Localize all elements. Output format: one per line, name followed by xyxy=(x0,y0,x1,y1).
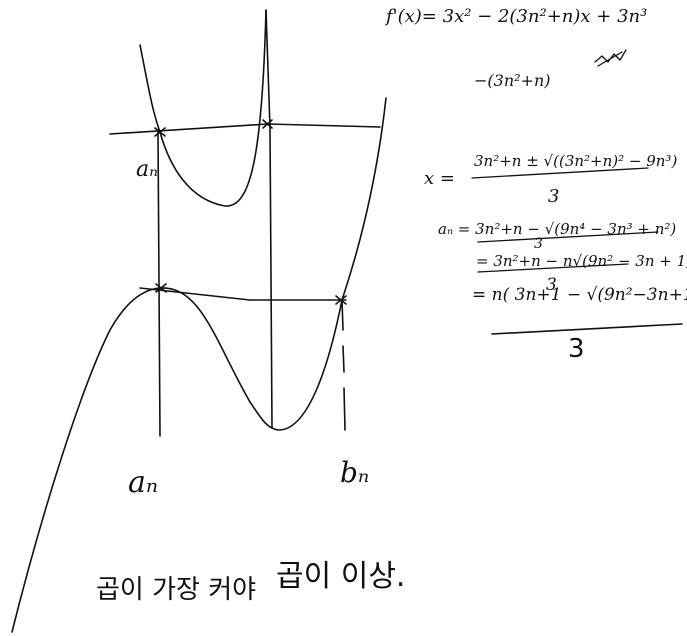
an-line1-fraction-bar xyxy=(477,231,659,243)
upper-mark-mid xyxy=(262,119,273,129)
bottom-note-right: 곱이 이상. xyxy=(276,559,405,594)
right-long-curve xyxy=(341,97,387,301)
bottom-note-left: 곱이 가장 커야 xyxy=(96,575,256,605)
an-line2-den: 3 xyxy=(546,275,557,295)
an-formula-line3: = n( 3n+1 − √(9n²−3n+1) ) xyxy=(472,285,687,305)
lower-an-label: aₙ xyxy=(128,465,158,500)
lower-horizontal-line xyxy=(139,287,347,301)
an-line3-fraction-bar xyxy=(491,323,683,335)
lower-mark-left xyxy=(155,283,167,293)
derivative-block: f'(x)= 3x² − 2(3n²+n)x + 3n³ −(3n²+n) xyxy=(384,6,647,90)
upper-graph: aₙ xyxy=(109,9,387,429)
scribble-mark xyxy=(594,49,627,67)
lower-left-vertical xyxy=(157,131,161,437)
upper-horizontal-line xyxy=(109,123,381,135)
upper-mark-left xyxy=(154,127,166,137)
x-formula-lhs: x = xyxy=(424,168,455,189)
an-line1-den: 3 xyxy=(534,236,543,252)
x-formula-fraction-bar xyxy=(471,167,649,179)
derivative-tail: −(3n²+n) xyxy=(474,71,551,90)
x-formula-num: 3n²+n ± √((3n²+n)² − 9n³) xyxy=(474,152,677,170)
an-line2-fraction-bar xyxy=(477,263,629,273)
lower-mark-right xyxy=(335,295,347,305)
an-formula-line2: = 3n²+n − n√(9n² − 3n + 1) xyxy=(476,252,687,270)
upper-an-label: aₙ xyxy=(136,157,158,182)
lower-graph: aₙ bₙ xyxy=(11,131,369,633)
upper-curve xyxy=(139,9,267,207)
root-formula-block: x = 3n²+n ± √((3n²+n)² − 9n³) 3 aₙ = 3n²… xyxy=(424,152,687,364)
an-formula-line1: aₙ = 3n²+n − √(9n⁴ − 3n³ + n²) xyxy=(438,220,676,238)
lower-right-dashed xyxy=(341,299,346,431)
bottom-notes: 곱이 가장 커야 곱이 이상. xyxy=(96,559,405,605)
lower-curve xyxy=(11,287,343,633)
derivative-line: f'(x)= 3x² − 2(3n²+n)x + 3n³ xyxy=(384,6,647,27)
upper-right-vertical xyxy=(265,9,273,429)
x-formula-den: 3 xyxy=(548,186,559,207)
lower-bn-label: bₙ xyxy=(340,456,369,489)
an-line3-den: 3 xyxy=(568,334,585,364)
